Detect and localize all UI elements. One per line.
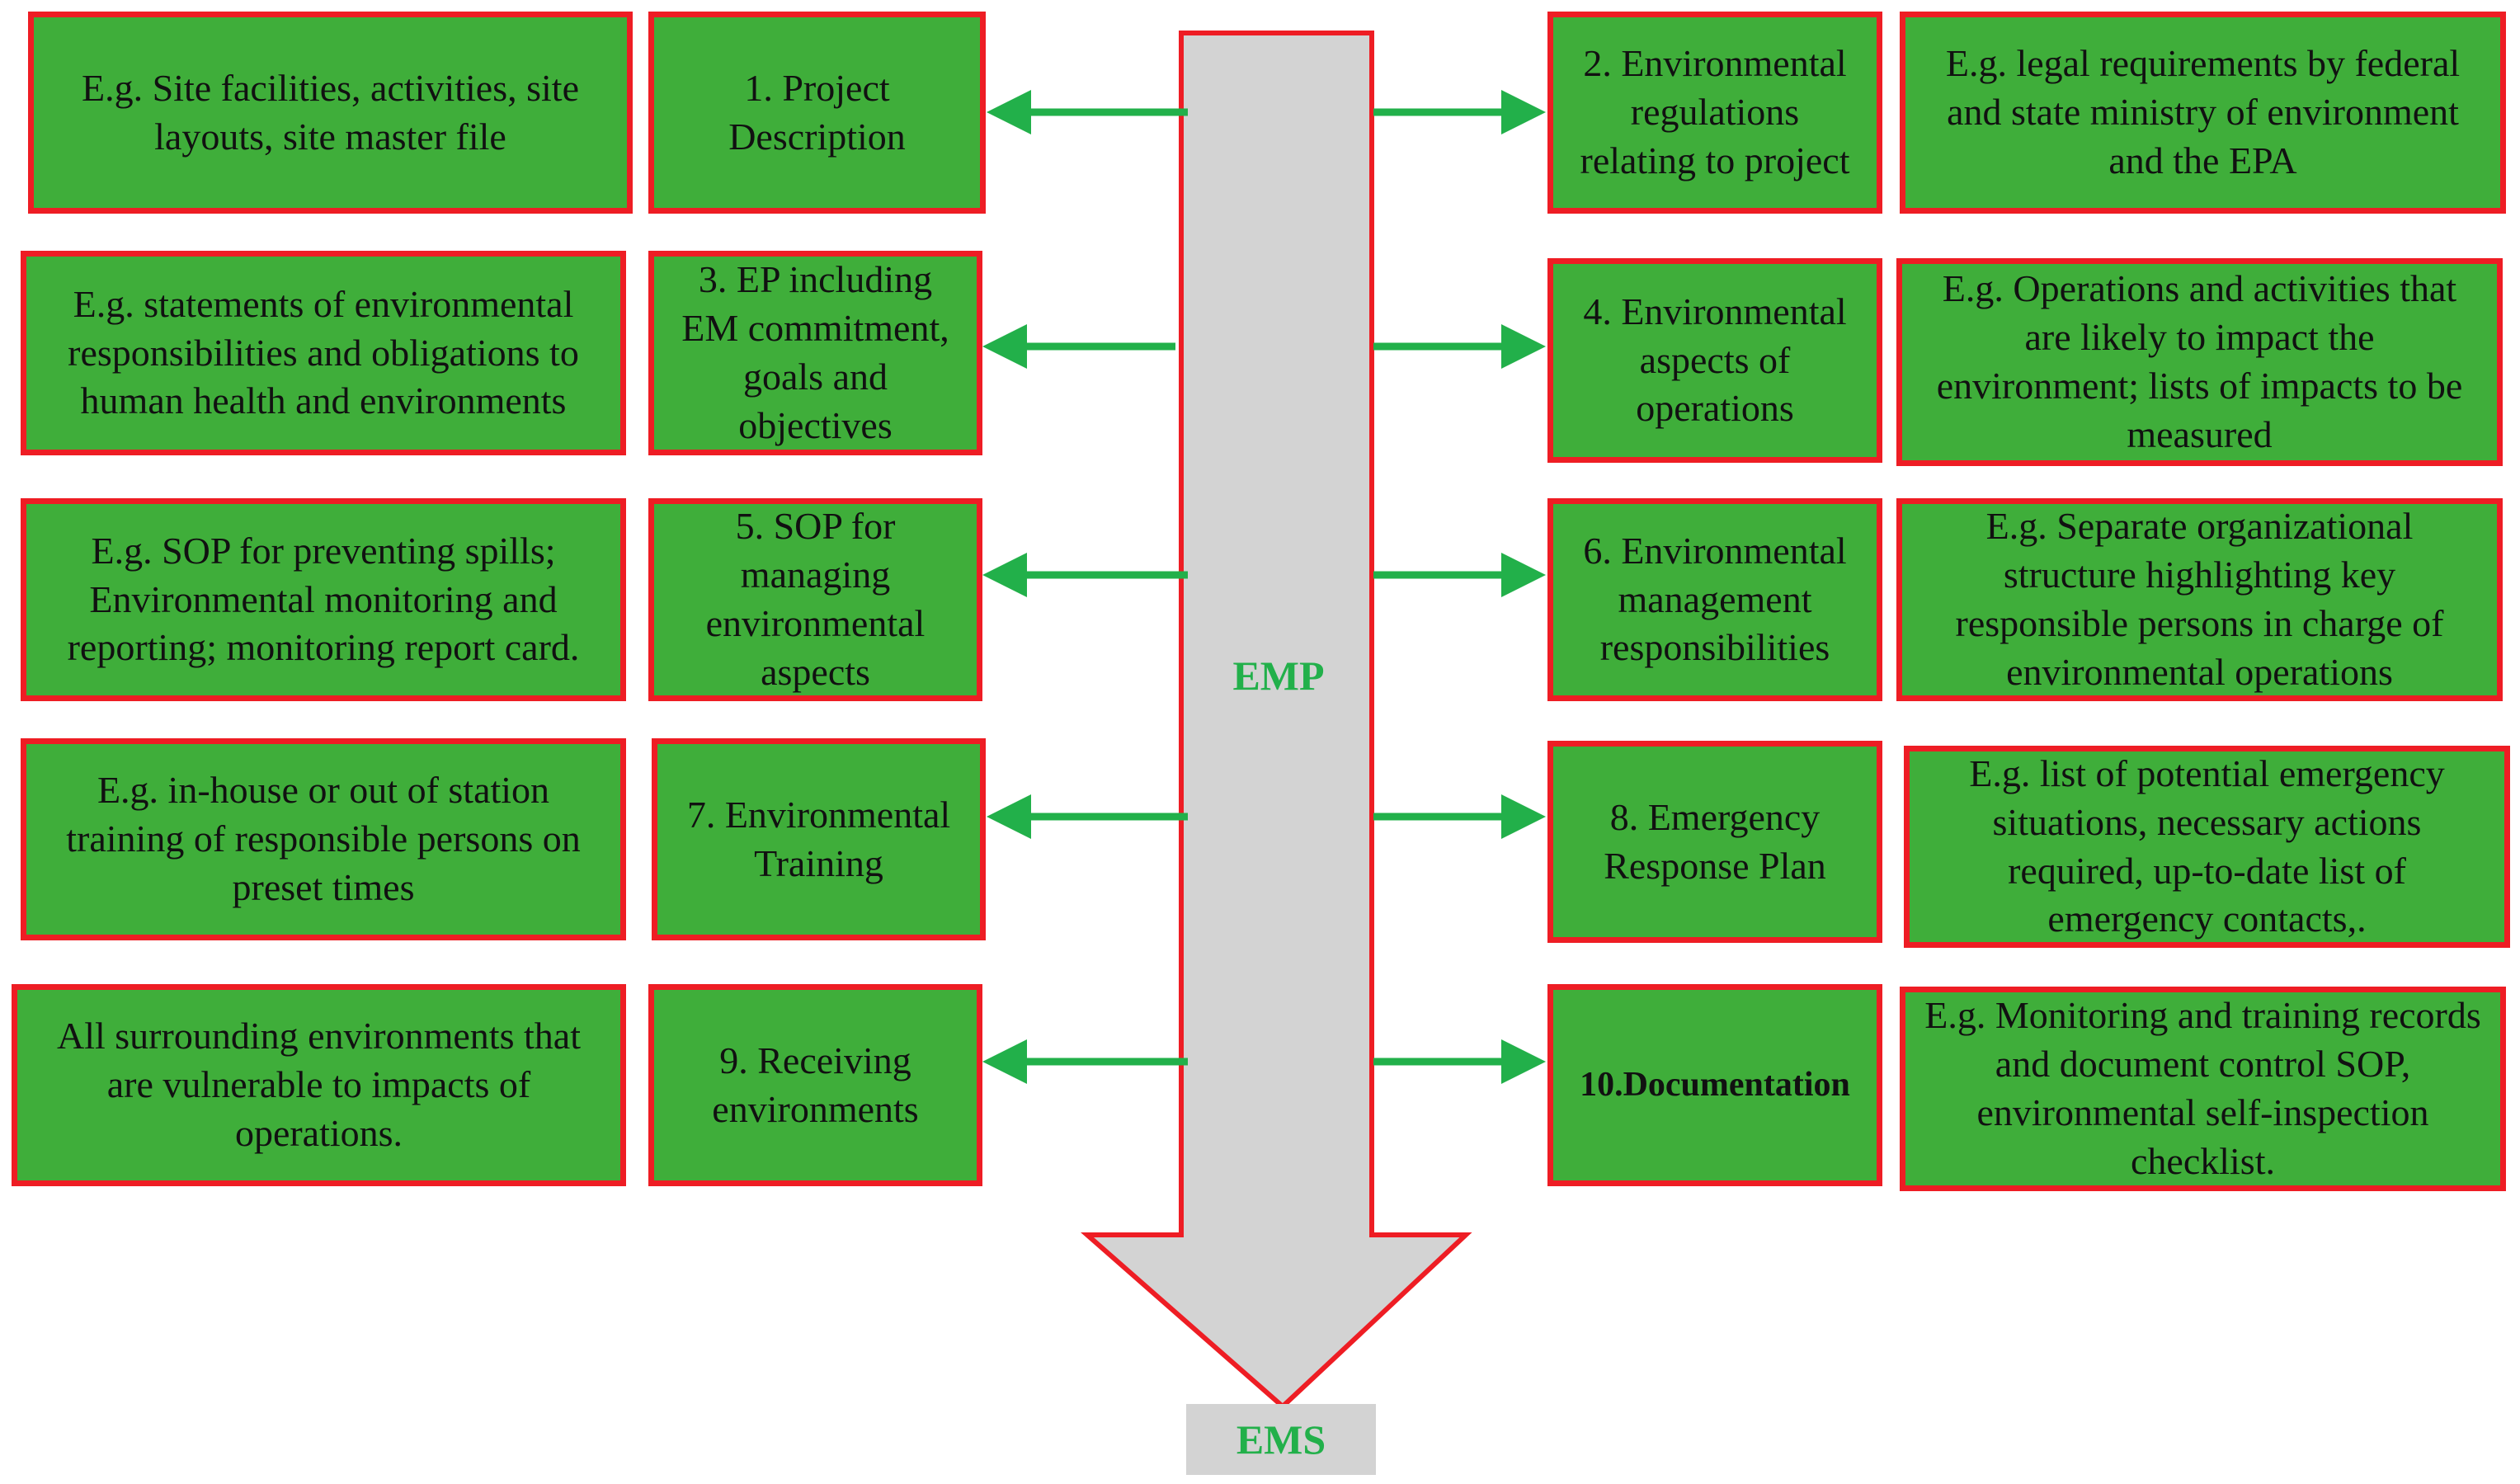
- component-box-10: 10.Documentation: [1547, 984, 1882, 1186]
- example-box-5: E.g. SOP for preventing spills; Environm…: [21, 498, 626, 701]
- example-text-1: E.g. Site facilities, activities, site l…: [82, 66, 579, 158]
- component-box-1: 1. Project Description: [648, 12, 986, 214]
- component-label-3: 3. EP including EM commitment, goals and…: [681, 258, 949, 446]
- example-box-3: E.g. statements of environmental respons…: [21, 251, 626, 455]
- component-box-2: 2. Environmental regulations relating to…: [1547, 12, 1882, 214]
- example-box-7: E.g. in-house or out of station training…: [21, 738, 626, 940]
- example-box-2: E.g. legal requirements by federal and s…: [1900, 12, 2506, 214]
- component-label-2: 2. Environmental regulations relating to…: [1580, 42, 1850, 181]
- component-box-5: 5. SOP for managing environmental aspect…: [648, 498, 982, 701]
- component-box-8: 8. Emergency Response Plan: [1547, 741, 1882, 943]
- example-box-9: All surrounding environments that are vu…: [12, 984, 626, 1186]
- main-arrow-shape: [1081, 31, 1472, 1411]
- component-label-9: 9. Receiving environments: [712, 1039, 919, 1130]
- ems-label: EMS: [1186, 1404, 1376, 1475]
- component-box-3: 3. EP including EM commitment, goals and…: [648, 251, 982, 455]
- example-text-5: E.g. SOP for preventing spills; Environm…: [67, 529, 580, 669]
- example-box-6: E.g. Separate organizational structure h…: [1896, 498, 2503, 701]
- emp-label: EMP: [1232, 652, 1325, 699]
- example-box-10: E.g. Monitoring and training records and…: [1900, 987, 2506, 1191]
- example-text-3: E.g. statements of environmental respons…: [68, 282, 579, 422]
- component-label-6: 6. Environmental management responsibili…: [1583, 529, 1847, 669]
- component-label-1: 1. Project Description: [728, 66, 906, 158]
- example-text-8: E.g. list of potential emergency situati…: [1969, 751, 2445, 940]
- component-label-4: 4. Environmental aspects of operations: [1583, 290, 1847, 430]
- example-text-2: E.g. legal requirements by federal and s…: [1945, 42, 2461, 181]
- example-text-9: All surrounding environments that are vu…: [57, 1015, 581, 1154]
- component-label-7: 7. Environmental Training: [686, 793, 951, 884]
- example-box-1: E.g. Site facilities, activities, site l…: [28, 12, 633, 214]
- example-box-4: E.g. Operations and activities that are …: [1896, 258, 2503, 466]
- component-label-5: 5. SOP for managing environmental aspect…: [705, 505, 926, 693]
- example-text-7: E.g. in-house or out of station training…: [66, 769, 581, 908]
- example-text-4: E.g. Operations and activities that are …: [1936, 267, 2463, 455]
- component-box-7: 7. Environmental Training: [652, 738, 986, 940]
- component-label-10: 10.Documentation: [1580, 1065, 1850, 1104]
- component-box-4: 4. Environmental aspects of operations: [1547, 258, 1882, 463]
- component-label-8: 8. Emergency Response Plan: [1604, 795, 1826, 887]
- example-text-6: E.g. Separate organizational structure h…: [1955, 505, 2444, 693]
- component-box-9: 9. Receiving environments: [648, 984, 982, 1186]
- example-text-10: E.g. Monitoring and training records and…: [1924, 994, 2481, 1182]
- component-box-6: 6. Environmental management responsibili…: [1547, 498, 1882, 701]
- example-box-8: E.g. list of potential emergency situati…: [1904, 746, 2510, 948]
